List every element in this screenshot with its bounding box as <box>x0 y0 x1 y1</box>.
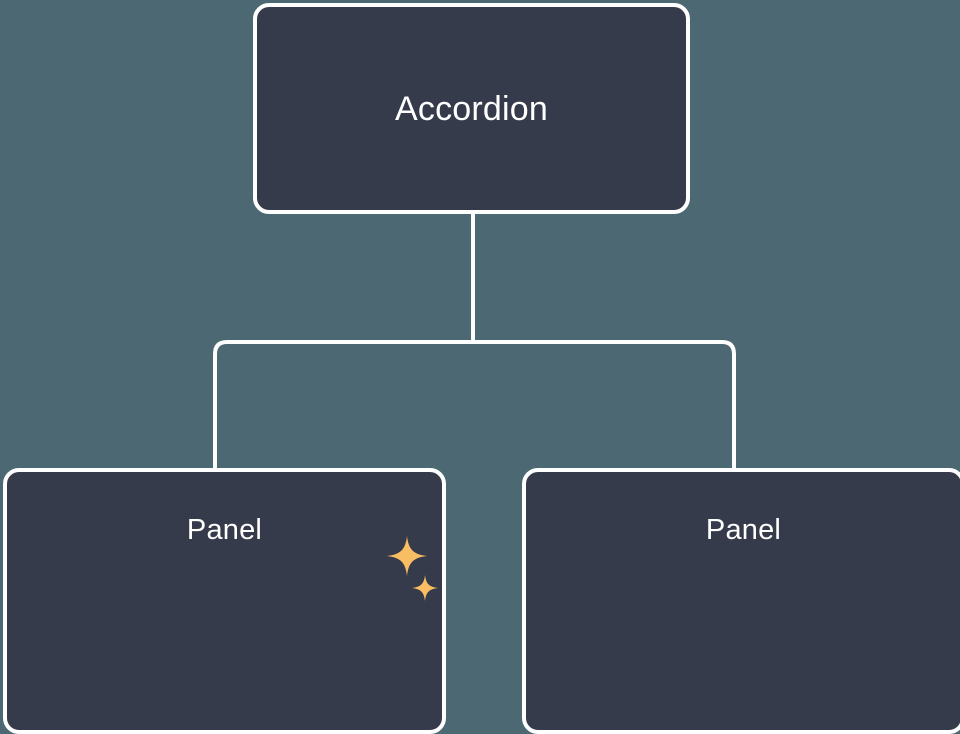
node-panel-inactive-title: Panel <box>705 514 782 546</box>
node-accordion-title: Accordion <box>395 89 548 128</box>
edge-bus <box>213 340 736 470</box>
node-accordion[interactable]: Accordion <box>253 3 690 214</box>
node-panel-active-title: Panel <box>186 514 263 546</box>
node-panel-active[interactable]: Panel <box>3 468 446 734</box>
node-panel-inactive[interactable]: Panel <box>522 468 960 734</box>
